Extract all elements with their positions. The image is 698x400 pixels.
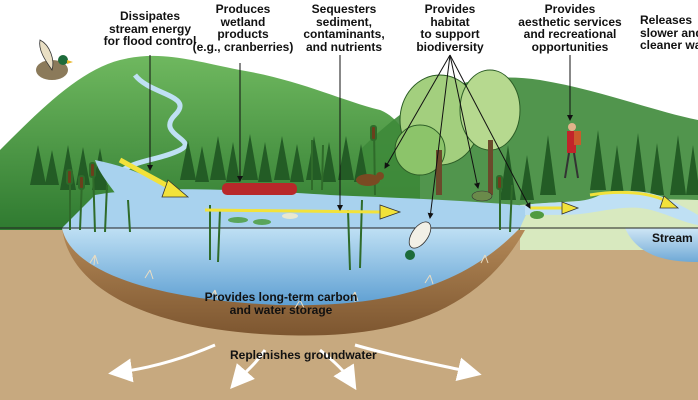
aesthetic-line-2: aesthetic services	[518, 14, 622, 29]
carbon-line-1: Provides long-term carbon	[204, 290, 358, 304]
label-carbon: Provides long-term carbon and water stor…	[196, 291, 366, 317]
lily-pads	[228, 213, 298, 225]
releases-line-1: Releases	[640, 13, 693, 27]
flow-arrow-main	[204, 208, 381, 214]
frog	[530, 211, 544, 219]
wetland-products-line-1: Produces	[215, 2, 271, 16]
label-releases: Releases slower and cleaner water	[640, 14, 698, 52]
carbon-line-2: and water storage	[229, 303, 333, 317]
groundwater-arrows	[108, 343, 482, 391]
habitat-line-2: habitat	[430, 14, 470, 29]
sequesters-line-3: contaminants,	[303, 27, 385, 41]
releases-line-3: cleaner water	[640, 38, 698, 52]
label-stream: Stream	[652, 231, 693, 245]
leader-lines	[147, 54, 573, 219]
label-aesthetic: Provides aesthetic services and recreati…	[510, 3, 630, 53]
sequesters-line-1: Sequesters	[311, 2, 377, 16]
label-flood-control: Dissipates stream energy for flood contr…	[95, 10, 205, 48]
habitat-line-1: Provides	[424, 2, 476, 16]
diving-duck	[405, 221, 432, 260]
roots	[89, 254, 489, 309]
wetland-products-line-2: wetland	[220, 14, 266, 29]
wetland-products-line-3: products	[217, 27, 269, 41]
flow-arrow-outflow-head	[561, 201, 580, 215]
outflow-stream	[525, 190, 698, 225]
label-wetland-products: Produces wetland products (e.g., cranber…	[188, 3, 298, 53]
flow-arrow-inflow-head	[161, 179, 190, 198]
aesthetic-line-4: opportunities	[531, 39, 609, 54]
label-habitat: Provides habitat to support biodiversity	[400, 3, 500, 53]
deciduous-trees	[394, 69, 521, 195]
hiker	[564, 123, 581, 179]
incoming-stream	[95, 160, 175, 200]
cranberry-bed	[222, 183, 297, 195]
turtle	[471, 190, 493, 202]
aesthetic-line-1: Provides	[544, 2, 596, 16]
aesthetic-line-3: and recreational	[523, 27, 617, 41]
flow-arrow-stream	[589, 190, 669, 204]
label-groundwater: Replenishes groundwater	[230, 348, 377, 362]
releases-line-2: slower and	[640, 25, 698, 40]
tree-line-right	[500, 130, 698, 200]
label-sequesters: Sequesters sediment, contaminants, and n…	[296, 3, 392, 53]
mountain-stream	[118, 73, 188, 175]
flying-duck	[36, 39, 73, 80]
habitat-line-4: biodiversity	[416, 39, 484, 54]
flood-control-line-2: stream energy	[108, 21, 192, 36]
flow-arrow-stream-head	[659, 195, 680, 209]
flood-control-line-3: for flood control	[103, 34, 197, 48]
flow-arrow-main-head	[379, 204, 402, 220]
sequesters-line-2: sediment,	[315, 14, 372, 29]
water-surface	[62, 189, 530, 228]
flood-control-line-1: Dissipates	[119, 9, 181, 23]
wetland-products-line-4: (e.g., cranberries)	[192, 39, 294, 54]
beaver	[356, 172, 384, 186]
wetland-water	[62, 228, 520, 306]
sequesters-line-4: and nutrients	[305, 39, 382, 54]
stream-pool	[625, 228, 698, 262]
habitat-line-3: to support	[420, 27, 480, 41]
